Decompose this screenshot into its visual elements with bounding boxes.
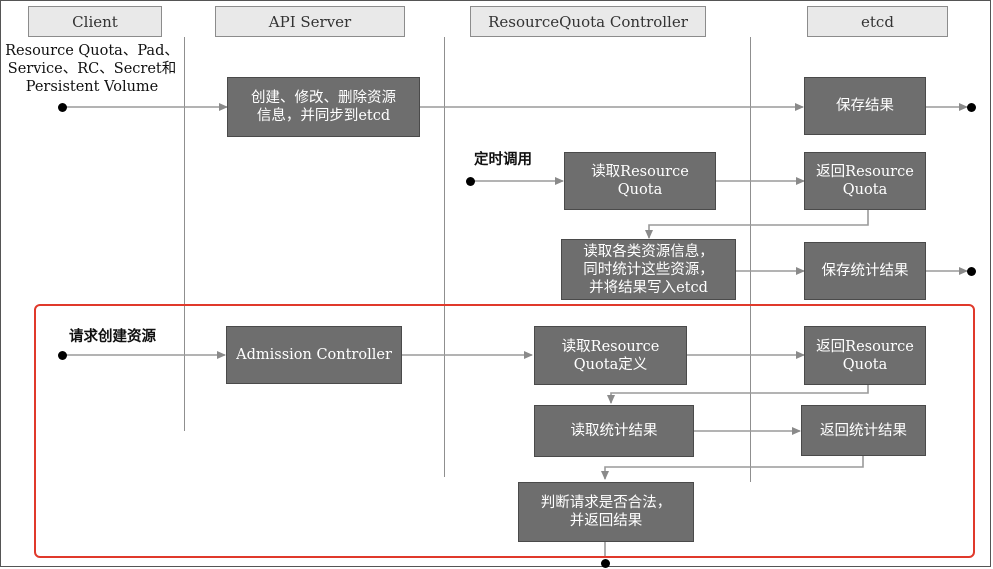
box-return-stats: 返回统计结果: [801, 405, 926, 456]
box-judge-text: 并返回结果: [569, 513, 643, 529]
box-read-quota-def-text: 读取Resource: [561, 338, 660, 355]
start-dot-request: [58, 351, 67, 360]
box-save-result: 保存结果: [804, 77, 926, 135]
resources-label-line: Persistent Volume: [25, 79, 159, 95]
start-dot-resources: [58, 103, 67, 112]
resources-label: Resource Quota、Pad、 Service、RC、Secret和 P…: [3, 42, 181, 96]
box-read-quota-1-text: Quota: [617, 182, 663, 198]
box-return-quota-2-text: Quota: [842, 356, 888, 373]
box-crud-sync-etcd: 创建、修改、删除资源 信息，并同步到etcd: [227, 77, 420, 137]
box-read-all-text: 同时统计这些资源，: [583, 261, 714, 278]
box-crud-text: 创建、修改、删除资源: [251, 90, 396, 106]
lifeline-controller: [750, 37, 751, 482]
end-dot-judge: [601, 559, 610, 568]
lane-etcd: etcd: [807, 6, 948, 37]
resources-label-line: Resource Quota、Pad、: [5, 43, 179, 59]
box-read-stats: 读取统计结果: [534, 405, 694, 457]
lane-resourcequota-controller: ResourceQuota Controller: [470, 6, 706, 37]
box-return-quota-2-text: 返回Resource: [816, 338, 914, 355]
arrow-return-to-read-all: [645, 210, 869, 239]
box-read-quota-1-text: 读取Resource: [591, 164, 689, 180]
resources-label-line: Service、RC、Secret和: [7, 61, 177, 77]
box-save-stats: 保存统计结果: [804, 242, 926, 300]
box-crud-text: 信息，并同步到etcd: [256, 108, 391, 124]
arrow-return-stats-to-judge: [601, 456, 864, 480]
end-dot-save: [967, 103, 976, 112]
box-return-quota-1-text: Quota: [842, 182, 888, 198]
lane-client: Client: [28, 6, 162, 37]
box-read-all-text: 并将结果写入etcd: [589, 279, 708, 296]
box-judge-request: 判断请求是否合法， 并返回结果: [518, 482, 694, 542]
arrow-return-to-read-stats: [607, 385, 869, 404]
lifeline-api-server: [444, 37, 445, 477]
box-read-all-resources: 读取各类资源信息， 同时统计这些资源， 并将结果写入etcd: [561, 239, 736, 300]
box-read-all-text: 读取各类资源信息，: [583, 243, 714, 260]
box-judge-text: 判断请求是否合法，: [540, 495, 672, 511]
request-create-label: 请求创建资源: [69, 328, 156, 345]
box-read-quota-definition: 读取Resource Quota定义: [534, 326, 687, 385]
box-return-quota-1: 返回Resource Quota: [804, 152, 926, 210]
end-dot-save-stats: [967, 267, 976, 276]
box-admission-controller: Admission Controller: [226, 326, 402, 384]
box-return-quota-1-text: 返回Resource: [816, 164, 914, 180]
box-return-quota-2: 返回Resource Quota: [804, 326, 926, 385]
admission-highlight-frame: [34, 304, 975, 558]
box-read-quota-1: 读取Resource Quota: [564, 152, 716, 210]
lifeline-client: [184, 37, 185, 431]
start-dot-timer: [466, 177, 475, 186]
lane-api-server: API Server: [215, 6, 405, 37]
timer-label: 定时调用: [474, 151, 532, 168]
box-read-quota-def-text: Quota定义: [573, 356, 648, 373]
